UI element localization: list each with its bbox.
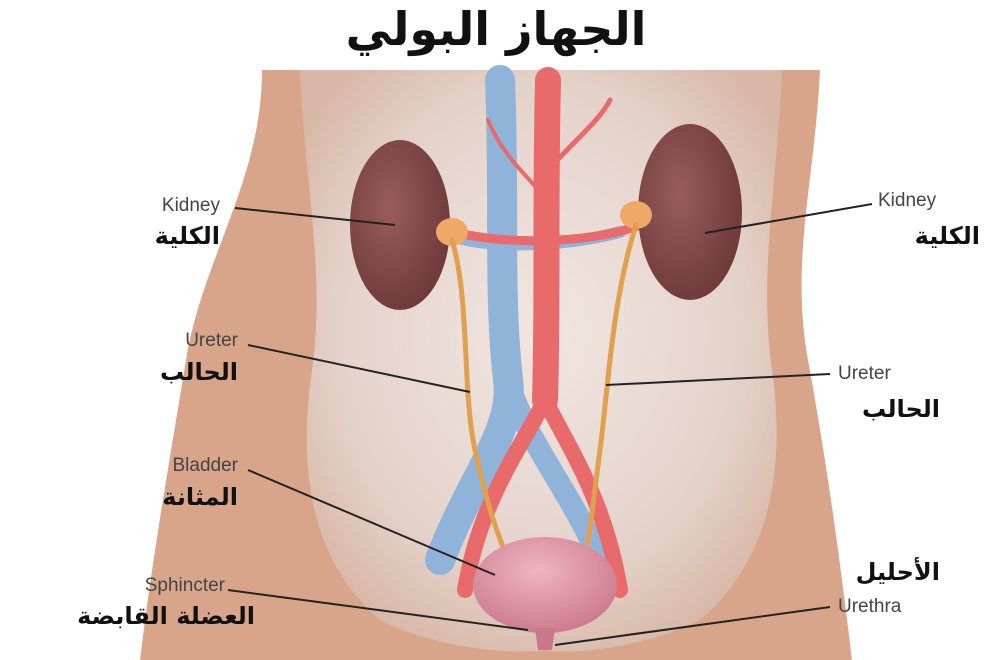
label-kidney-left-ar: الكلية [90, 222, 220, 250]
label-kidney-right-en: Kidney [878, 190, 936, 212]
label-ureter-left-ar: الحالب [108, 358, 238, 386]
label-urethra-ar: الأحليل [800, 558, 940, 586]
label-kidney-left-en: Kidney [100, 195, 220, 217]
label-kidney-right-ar: الكلية [850, 222, 980, 250]
label-ureter-right-en: Ureter [838, 363, 891, 385]
label-sphincter-ar: العضلة القابضة [10, 602, 255, 630]
urethra-organ [535, 628, 555, 650]
label-ureter-right-ar: الحالب [810, 395, 940, 423]
label-urethra-en: Urethra [838, 596, 901, 618]
label-sphincter-en: Sphincter [80, 575, 225, 597]
label-bladder-ar: المثانة [100, 483, 238, 511]
label-bladder-en: Bladder [110, 455, 238, 477]
label-ureter-left-en: Ureter [118, 330, 238, 352]
kidney-right-organ [638, 124, 742, 300]
page-title: الجهاز البولي [0, 2, 992, 56]
bladder-organ [473, 537, 617, 633]
kidney-left-organ [350, 140, 450, 310]
